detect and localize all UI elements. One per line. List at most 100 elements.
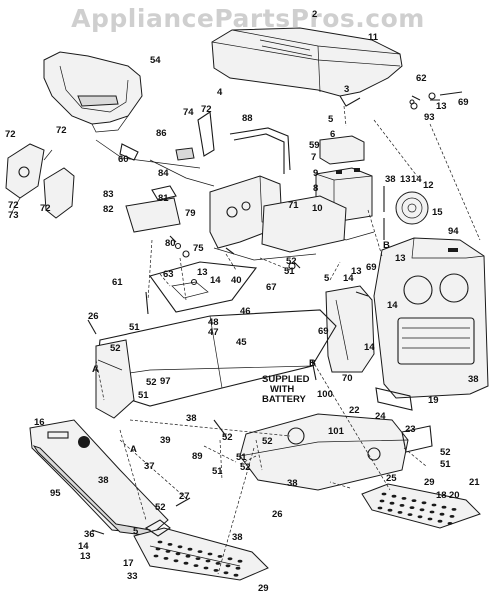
air-filter-assembly bbox=[395, 191, 429, 225]
part-number-label: 54 bbox=[150, 55, 161, 66]
foot-plate-hole bbox=[437, 519, 443, 523]
right-foot-plate bbox=[361, 483, 481, 529]
foot-plate-hole bbox=[381, 492, 387, 496]
foot-plate-hole bbox=[389, 501, 395, 505]
left-foot-plate bbox=[133, 519, 269, 581]
part-number-label: 26 bbox=[88, 311, 99, 322]
part-number-label: 69 bbox=[318, 326, 329, 337]
part-number-label: 2 bbox=[312, 9, 317, 20]
seat-support-frame bbox=[95, 127, 291, 174]
foot-plate-hole bbox=[153, 554, 159, 558]
foot-plate-hole bbox=[183, 561, 189, 565]
foot-plate-hole bbox=[419, 508, 425, 512]
part-number-label: 14 bbox=[364, 342, 375, 353]
seat bbox=[43, 51, 143, 133]
watermark: AppliancePartsPros.com bbox=[71, 4, 425, 33]
foot-plate-hole bbox=[165, 550, 171, 553]
foot-plate-hole bbox=[447, 522, 453, 525]
foot-plate-hole bbox=[401, 497, 407, 500]
part-number-label: 79 bbox=[185, 208, 196, 219]
part-number-label: 25 bbox=[386, 473, 397, 484]
foot-plate-hole bbox=[233, 573, 239, 577]
part-number-label: 19 bbox=[428, 395, 439, 406]
part-number-label: 51 bbox=[284, 266, 295, 277]
part-number-label: 38 bbox=[186, 413, 197, 424]
part-number-label: 82 bbox=[103, 204, 114, 215]
leader-lines bbox=[95, 105, 481, 575]
foot-plate-hole bbox=[173, 559, 179, 563]
part-number-label: 22 bbox=[349, 405, 360, 416]
foot-plate-hole bbox=[409, 506, 415, 509]
part-number-label: 93 bbox=[424, 112, 435, 123]
part-number-label: 18 bbox=[436, 490, 447, 501]
part-number-label: 45 bbox=[236, 337, 247, 348]
part-number-label: 52 bbox=[146, 377, 157, 388]
part-number-label: 8 bbox=[313, 183, 318, 194]
part-number-label: 97 bbox=[160, 376, 171, 387]
part-number-label: 72 bbox=[8, 200, 19, 211]
part-number-label: 11 bbox=[368, 32, 379, 43]
part-number-label: 100 bbox=[317, 389, 333, 400]
foot-plate-hole bbox=[185, 554, 191, 558]
part-number-label: 36 bbox=[84, 529, 95, 540]
callouts: 2 11 54 4 3 62 69 13 93 5 6 59 7 72 72 7… bbox=[5, 9, 480, 594]
foot-plate-hole bbox=[399, 504, 405, 507]
foot-plate-hole bbox=[421, 501, 427, 505]
part-number-label: 46 bbox=[240, 306, 251, 317]
part-number-label: 23 bbox=[405, 424, 416, 435]
part-number-label: 52 bbox=[110, 343, 121, 354]
part-number-label: 38 bbox=[468, 374, 479, 385]
part-number-label: 37 bbox=[144, 461, 155, 472]
foot-plate-hole bbox=[187, 547, 193, 551]
part-number-label: 13 bbox=[436, 101, 447, 112]
hood bbox=[211, 27, 403, 107]
part-number-label: 52 bbox=[222, 432, 233, 443]
part-number-label: 13 bbox=[395, 253, 406, 264]
foot-plate-hole bbox=[417, 515, 423, 519]
part-number-label: 4 bbox=[217, 87, 223, 98]
part-number-label: 95 bbox=[50, 488, 61, 499]
foot-plate-hole bbox=[225, 564, 231, 568]
part-number-label: 10 bbox=[312, 203, 323, 214]
part-number-label: 51 bbox=[138, 390, 149, 401]
part-number-label: 51 bbox=[212, 466, 223, 477]
part-number-label: 52 bbox=[262, 436, 273, 447]
foot-plate-hole bbox=[441, 505, 447, 509]
part-number-label: 26 bbox=[272, 509, 283, 520]
part-number-label: 14 bbox=[343, 273, 354, 284]
foot-plate-hole bbox=[193, 564, 199, 567]
part-number-label: 14 bbox=[387, 300, 398, 311]
part-number-label: B bbox=[309, 358, 316, 369]
part-number-label: 84 bbox=[158, 168, 169, 179]
part-number-label: 63 bbox=[163, 269, 174, 280]
part-number-label: 62 bbox=[416, 73, 427, 84]
part-number-label: 14 bbox=[210, 275, 221, 286]
part-number-label: 52 bbox=[440, 447, 451, 458]
foot-plate-hole bbox=[235, 566, 241, 570]
part-number-label: 27 bbox=[179, 491, 190, 502]
foot-plate-hole bbox=[217, 555, 223, 558]
part-number-label: 20 bbox=[449, 490, 460, 501]
foot-plate-hole bbox=[177, 545, 183, 549]
part-number-label: 88 bbox=[242, 113, 253, 124]
part-number-label: 12 bbox=[423, 180, 434, 191]
steering-assembly bbox=[119, 111, 215, 187]
foot-plate-hole bbox=[237, 559, 243, 563]
part-number-label: 24 bbox=[375, 411, 386, 422]
foot-plate-hole bbox=[205, 559, 211, 563]
foot-plate-hole bbox=[377, 506, 383, 510]
side-panel-right bbox=[325, 285, 375, 373]
supplied-with-battery-note: SUPPLIED bbox=[262, 374, 310, 385]
part-number-label: 38 bbox=[232, 532, 243, 543]
part-number-label: 101 bbox=[328, 426, 345, 437]
part-number-label: 17 bbox=[123, 558, 134, 569]
part-number-label: 72 bbox=[201, 104, 212, 115]
foot-plate-hole bbox=[207, 552, 213, 556]
part-number-label: 74 bbox=[183, 107, 194, 118]
part-number-label: 51 bbox=[129, 322, 140, 333]
part-number-label: 51 bbox=[236, 452, 247, 463]
part-number-label: 16 bbox=[34, 417, 45, 428]
foot-plate-hole bbox=[213, 569, 219, 572]
foot-plate-hole bbox=[195, 557, 201, 560]
part-number-label: 5 bbox=[133, 526, 139, 537]
